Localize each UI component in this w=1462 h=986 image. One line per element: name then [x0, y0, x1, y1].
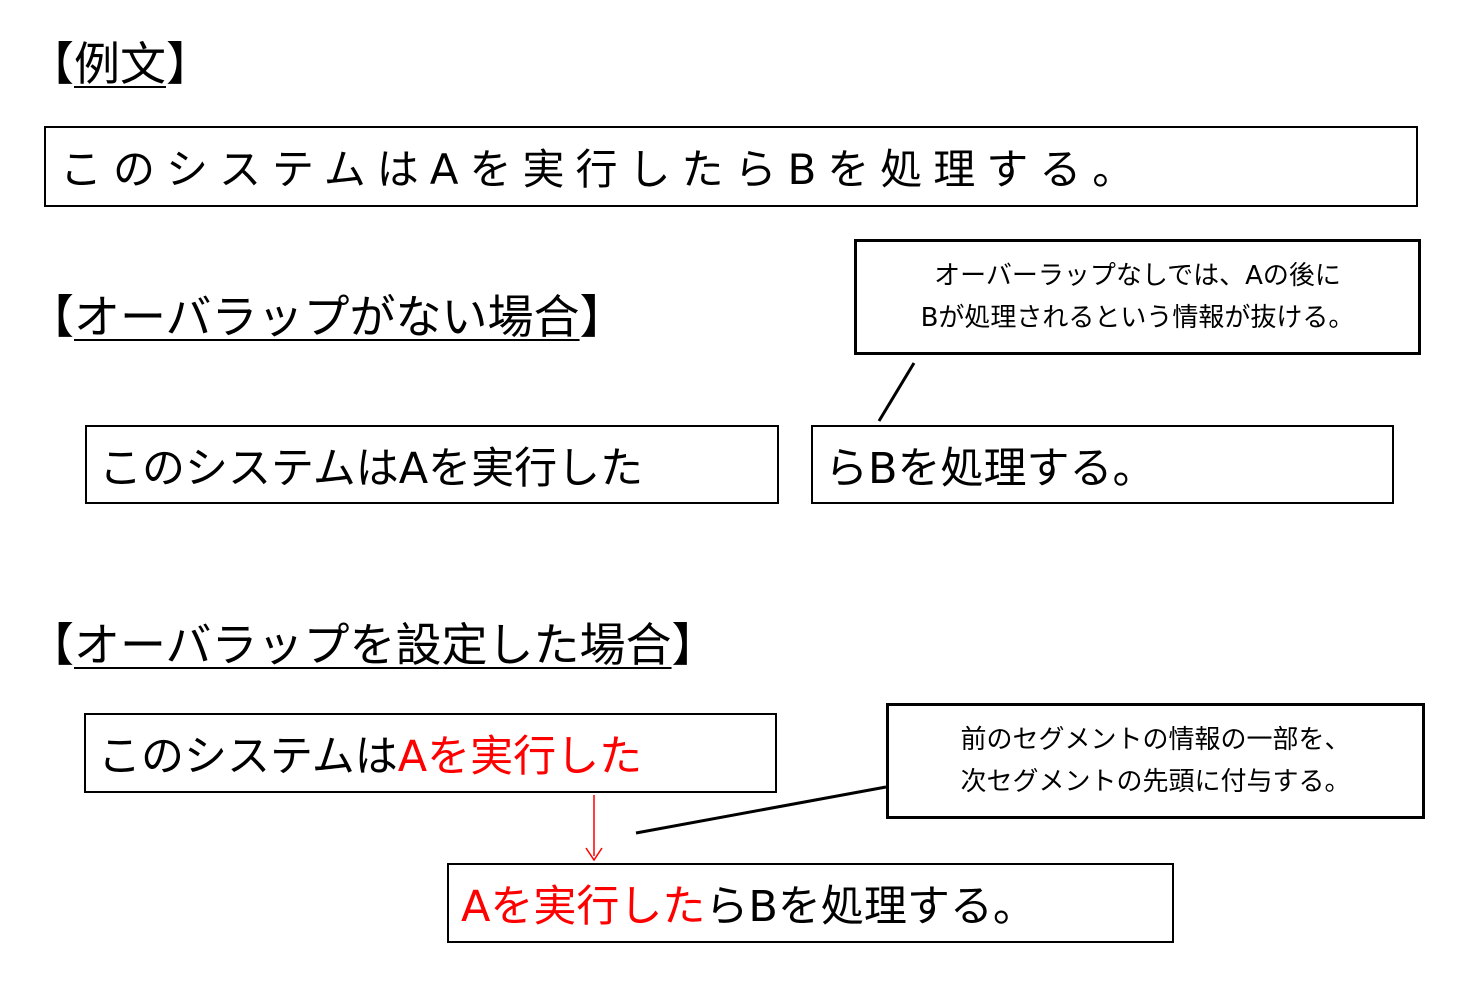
example-sentence: このシステムはAを実行したらBを処理する。 [60, 145, 1146, 194]
bracket-close: 】 [579, 290, 626, 344]
no-overlap-callout-line [877, 362, 916, 422]
example-heading: 【例文】 [28, 36, 212, 92]
note-line: オーバーラップなしでは、Aの後に [934, 261, 1341, 291]
no-overlap-heading: 【オーバラップがない場合】 [28, 289, 626, 345]
no-overlap-heading-text: オーバラップがない場合 [74, 290, 580, 344]
with-overlap-heading: 【オーバラップを設定した場合】 [28, 617, 718, 673]
example-heading-text: 例文 [74, 37, 166, 91]
segment-text-overlap: Aを実行した [461, 882, 706, 932]
note-line: Bが処理されるという情報が抜ける。 [920, 303, 1355, 333]
segment-text: らBを処理する。 [825, 443, 1156, 494]
overlap-arrow-head [585, 847, 603, 862]
bracket-open: 【 [28, 290, 74, 344]
example-sentence-box: このシステムはAを実行したらBを処理する。 [44, 126, 1418, 207]
no-overlap-note: オーバーラップなしでは、Aの後に Bが処理されるという情報が抜ける。 [854, 239, 1421, 355]
with-overlap-heading-text: オーバラップを設定した場合 [74, 618, 672, 672]
note-line: 次セグメントの先頭に付与する。 [960, 767, 1351, 797]
segment-text: このシステムはAを実行した [99, 443, 644, 494]
no-overlap-segment-2: らBを処理する。 [811, 425, 1394, 504]
with-overlap-segment-2: Aを実行したらBを処理する。 [447, 863, 1174, 943]
segment-text-plain: らBを処理する。 [705, 882, 1036, 932]
segment-text-plain: このシステムは [98, 732, 398, 782]
bracket-close: 】 [671, 618, 718, 672]
bracket-open: 【 [28, 37, 74, 91]
segment-text-overlap: Aを実行した [397, 732, 643, 782]
with-overlap-note: 前のセグメントの情報の一部を、 次セグメントの先頭に付与する。 [886, 703, 1425, 819]
note-line: 前のセグメントの情報の一部を、 [960, 725, 1351, 755]
no-overlap-segment-1: このシステムはAを実行した [85, 425, 779, 504]
with-overlap-callout-line [635, 785, 887, 835]
bracket-open: 【 [28, 618, 74, 672]
bracket-close: 】 [166, 37, 212, 91]
